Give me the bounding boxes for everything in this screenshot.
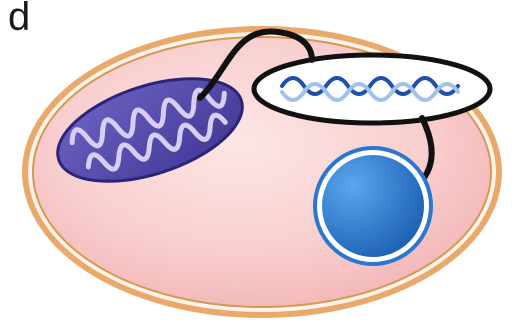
nucleus-interior [322,155,424,257]
nucleus-icon [315,148,431,264]
dna-helix-icon [254,55,490,123]
